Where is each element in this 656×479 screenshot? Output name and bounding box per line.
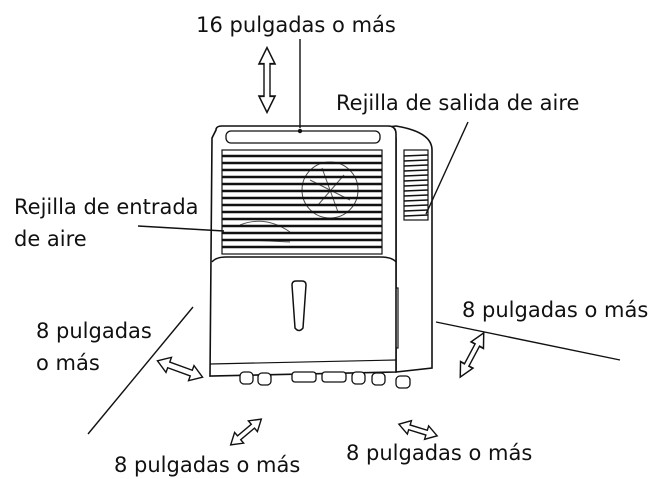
left-wall-line [87,306,194,435]
left-clearance-arrow [154,352,206,386]
left-clearance-label-line1: 8 pulgadas [36,319,152,343]
top-clearance-label: 16 pulgadas o más [196,13,396,37]
bottom-right-clearance-label: 8 pulgadas o más [346,441,532,465]
bottom-left-clearance-arrow [225,413,267,451]
bottom-right-clearance-arrow [396,416,440,444]
right-wall-line [435,321,621,361]
side-outlet-grille [403,149,429,221]
right-clearance-arrow [453,328,491,382]
top-clearance-arrow [258,46,276,114]
outlet-leader-line [425,121,469,215]
front-inlet-grille [221,149,383,255]
inlet-grille-label-line1: Rejilla de entrada [14,195,199,219]
inlet-leader-line [137,225,225,232]
bottom-left-clearance-label: 8 pulgadas o más [114,453,300,477]
right-clearance-label: 8 pulgadas o más [462,298,648,322]
casters [239,371,411,389]
dehumidifier-unit [209,125,433,389]
outlet-grille-label: Rejilla de salida de aire [336,91,579,115]
left-clearance-label-line2: o más [36,351,100,375]
inlet-grille-label-line2: de aire [14,227,87,251]
